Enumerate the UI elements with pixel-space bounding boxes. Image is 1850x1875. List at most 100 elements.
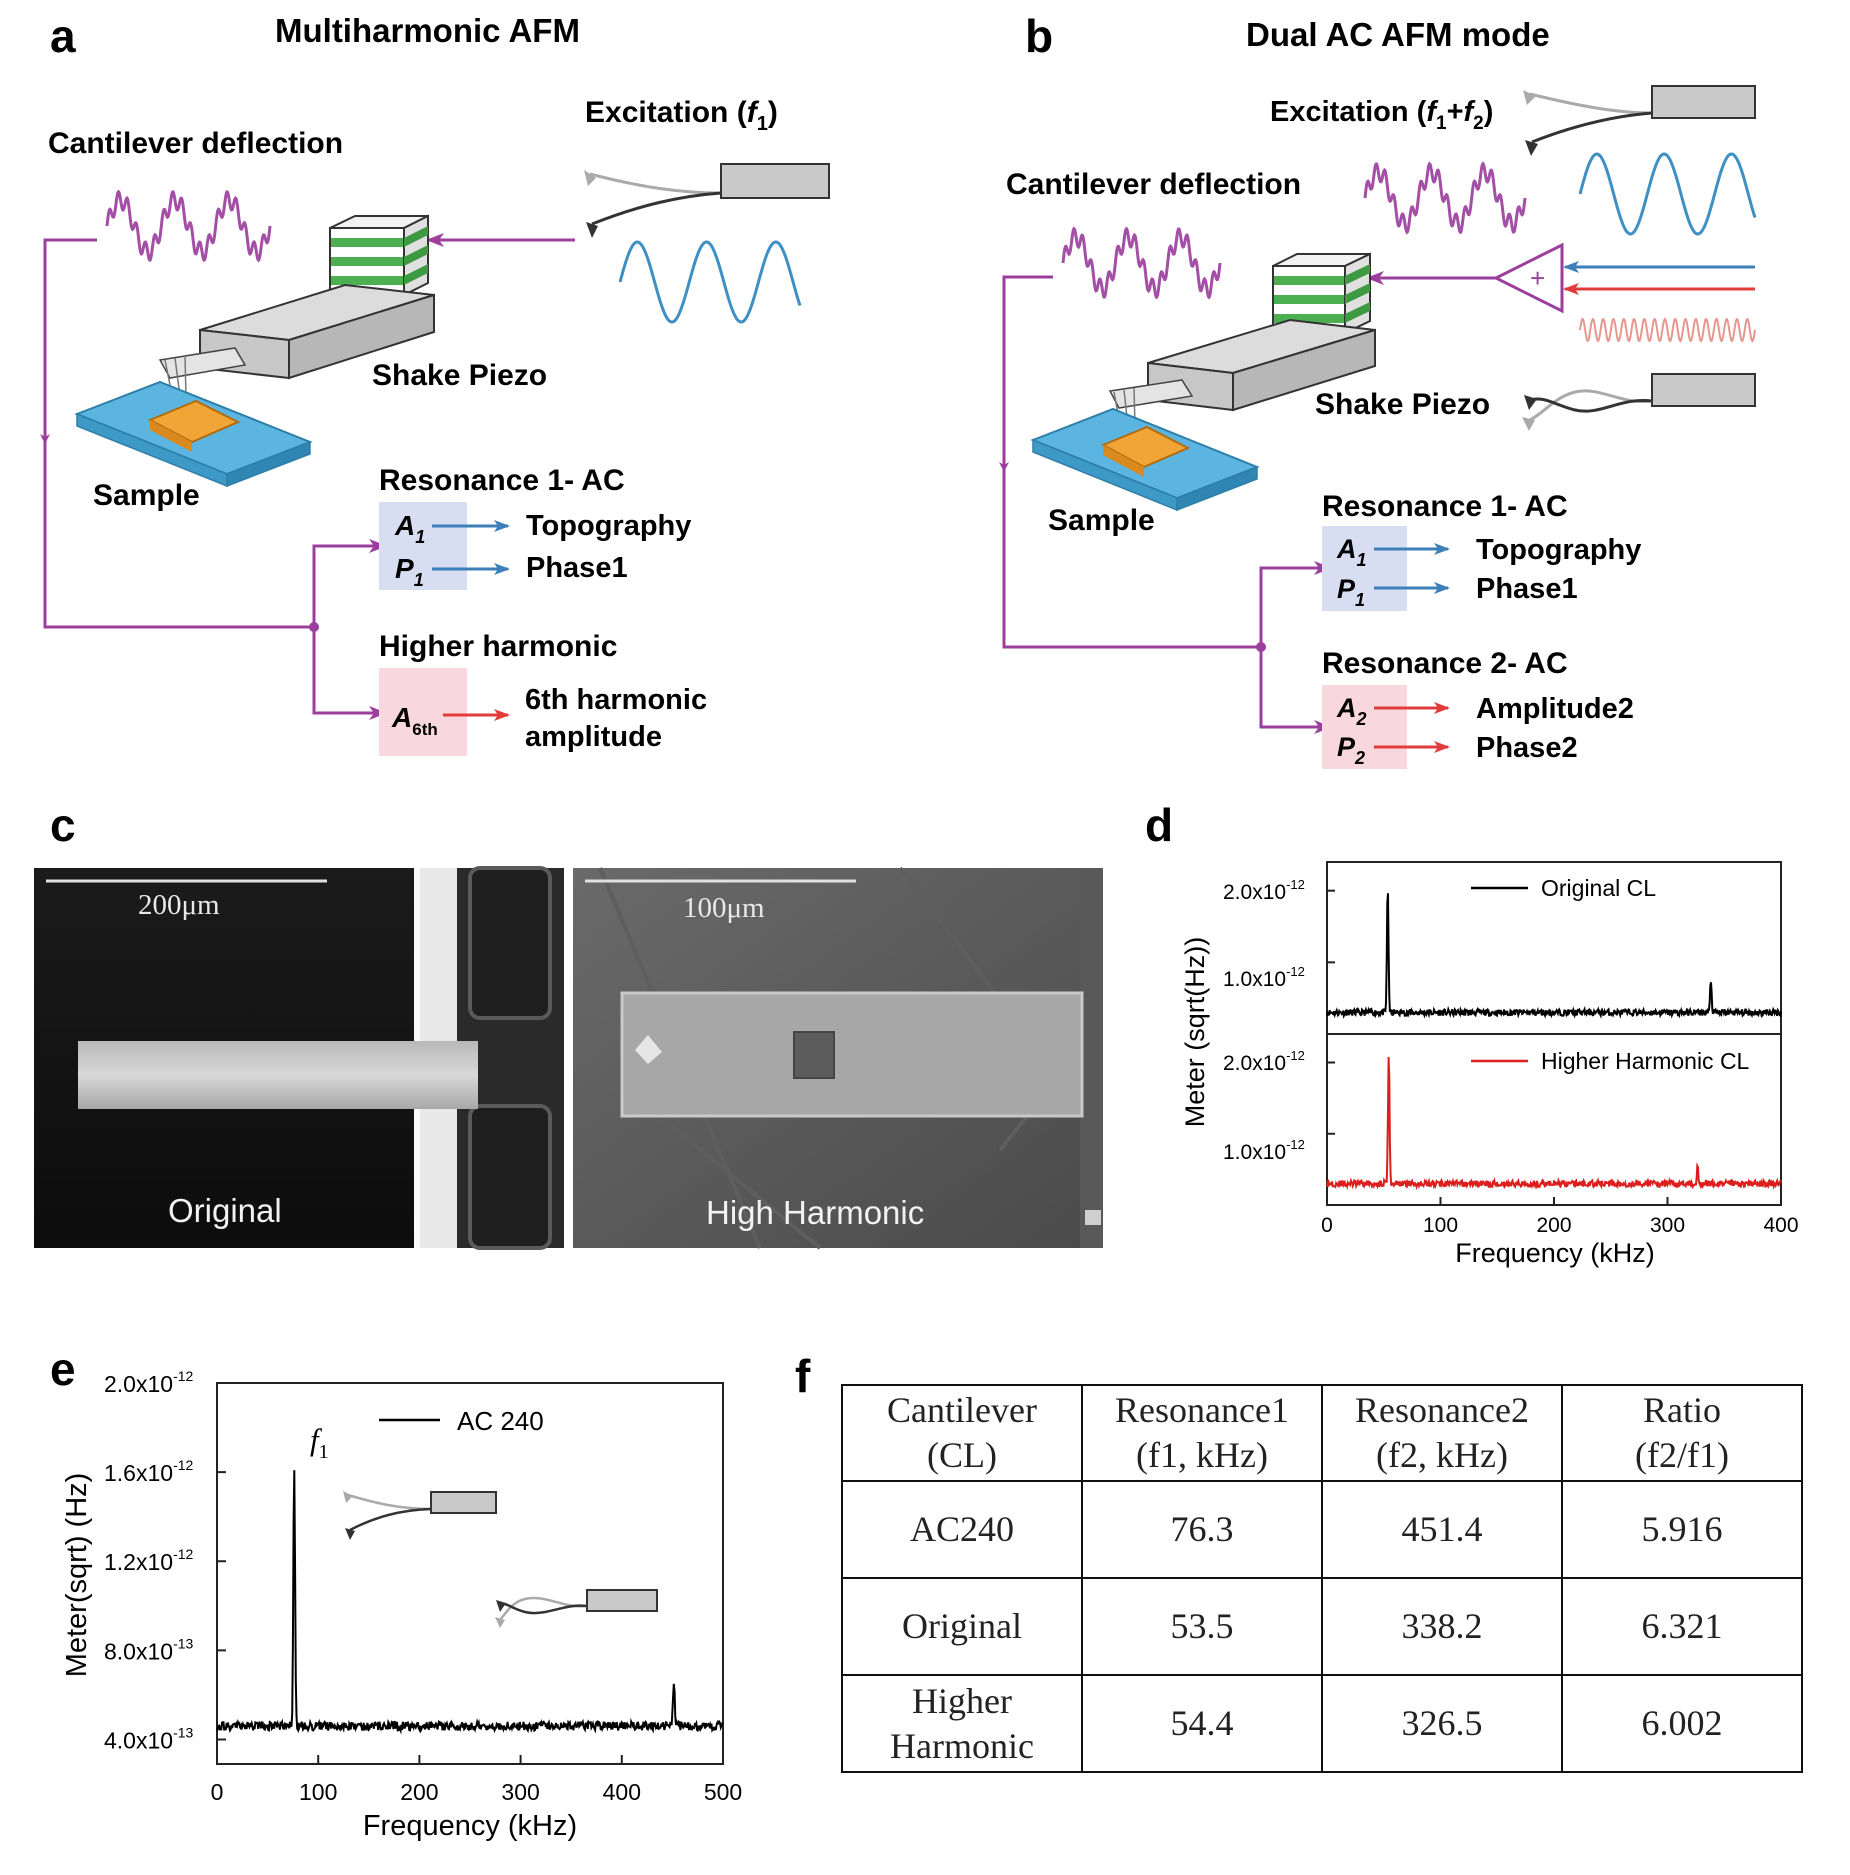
panel-d-ytick-bottom-1: 1.0x10-12: [1223, 1137, 1305, 1164]
panel-a-p1-label: P1: [395, 553, 424, 590]
header-ratio: Ratio: [1643, 1390, 1721, 1430]
panel-d-legend-original: Original CL: [1541, 875, 1656, 901]
panel-a-chip: [158, 283, 435, 398]
panel-a-piezo-label: Shake Piezo: [372, 359, 547, 392]
panel-a-topography: Topography: [526, 510, 691, 542]
sem-image-high-harmonic: 100μm High Harmonic: [573, 866, 1103, 1250]
header-resonance2: Resonance2: [1355, 1390, 1529, 1430]
sem-right-caption: High Harmonic: [706, 1194, 924, 1231]
panel-d-xtick-label: 100: [1423, 1214, 1458, 1237]
panel-a-signal-path: [40, 238, 387, 720]
panel-e-ticks: [216, 1382, 724, 1764]
panel-d-ytick-bottom-2: 2.0x10-12: [1223, 1048, 1305, 1075]
panel-a-excitation-label: Excitation (f1): [585, 96, 778, 135]
table-cell: 53.5: [1081, 1577, 1323, 1676]
panel-e-xtick-label: 300: [501, 1779, 539, 1805]
table-cell: 5.916: [1561, 1480, 1803, 1579]
panel-b-topography: Topography: [1476, 534, 1641, 566]
table-header-cell: Resonance2(f2, kHz): [1321, 1384, 1563, 1482]
panel-e-legend: AC 240: [457, 1406, 544, 1436]
table-cell: 338.2: [1321, 1577, 1563, 1676]
panel-b-piezo-stack: [1272, 252, 1371, 335]
panel-a: a Multiharmonic AFM Excitation (f1) Cant…: [40, 10, 830, 756]
panel-a-deflection-label: Cantilever deflection: [48, 127, 343, 160]
panel-e-xtick-label: 0: [211, 1779, 224, 1805]
table-row: AC240 76.3 451.4 5.916: [841, 1480, 1803, 1579]
panel-b-p2-label: P2: [1337, 732, 1365, 768]
panel-e-ytick-labels: 4.0x10-138.0x10-131.2x10-121.6x10-122.0x…: [104, 1368, 194, 1753]
panel-b-excitation-wave-f2: [1579, 317, 1756, 343]
panel-e-ytick-label: 1.2x10-12: [104, 1546, 194, 1575]
header-resonance1: Resonance1: [1115, 1390, 1289, 1430]
panel-a-hh-line1: 6th harmonic: [525, 684, 707, 716]
panel-b-cantilever-mode1-icon: [1523, 85, 1756, 156]
table-cell: 6.002: [1561, 1674, 1803, 1773]
panel-e-xtick-label: 400: [603, 1779, 641, 1805]
panel-a-phase1: Phase1: [526, 552, 628, 584]
panel-a-sample-label: Sample: [93, 479, 200, 512]
table-cell: 76.3: [1081, 1480, 1323, 1579]
panel-b-res1-box: [1322, 526, 1407, 611]
panel-a-letter: a: [50, 10, 76, 62]
table-header-cell: Resonance1(f1, kHz): [1081, 1384, 1323, 1482]
panel-e-ylabel: Meter(sqrt) (Hz): [61, 1473, 93, 1678]
table-cell: Original: [841, 1577, 1083, 1676]
sem-left-caption: Original: [168, 1192, 282, 1229]
panel-d: d 2.0x10-12 1.0x10-12 2.0x10-12 1.0x10-1…: [1145, 799, 1799, 1268]
panel-c: c 200μm Original 100μm High Harmonic: [34, 799, 1103, 1250]
panel-e-mode1-icon: [343, 1491, 497, 1540]
panel-b-phase2: Phase2: [1476, 732, 1578, 764]
panel-e: e 4.0x10-138.0x10-131.2x10-121.6x10-122.…: [50, 1343, 742, 1842]
panel-a-excitation-wave: [618, 240, 802, 324]
sem-right-scale: 100μm: [683, 892, 765, 924]
panel-d-ylabel: Meter (sqrt(Hz)): [1180, 937, 1210, 1128]
panel-d-xtick-label: 0: [1321, 1214, 1333, 1237]
panel-d-ytick-top-1: 1.0x10-12: [1223, 964, 1305, 991]
panel-b-excitation-label: Excitation (f1+f2): [1270, 96, 1493, 134]
panel-d-letter: d: [1145, 799, 1173, 851]
panel-d-xlabel: Frequency (kHz): [1455, 1238, 1655, 1268]
panel-f-letter: f: [795, 1350, 811, 1402]
table-cell: 54.4: [1081, 1674, 1323, 1773]
panel-d-series-higher-harmonic: [1326, 1056, 1782, 1191]
panel-b-signal-path: [999, 275, 1332, 734]
panel-c-letter: c: [50, 799, 76, 851]
panel-e-xlabel: Frequency (kHz): [363, 1810, 577, 1842]
panel-e-ytick-label: 1.6x10-12: [104, 1457, 194, 1486]
panel-d-ytick-top-2: 2.0x10-12: [1223, 877, 1305, 904]
header-cantilever: Cantilever: [887, 1390, 1037, 1430]
panel-a-a1-label: A1: [394, 510, 425, 547]
panel-b-phase1: Phase1: [1476, 573, 1578, 605]
table-cell: AC240: [841, 1480, 1083, 1579]
panel-b-adder: +: [1492, 242, 1564, 314]
panel-e-peak-label: f1: [310, 1422, 329, 1463]
panel-e-series-ac240: [216, 1470, 724, 1735]
panel-a-hh-box: [379, 668, 467, 756]
panel-a-res1-title: Resonance 1- AC: [379, 464, 625, 497]
panel-b-adder-sign: +: [1530, 263, 1545, 293]
panel-a-deflection-wave: [105, 189, 272, 263]
panel-d-xtick-label: 400: [1763, 1214, 1798, 1237]
panel-b-chip: [1108, 318, 1376, 428]
panel-b-deflection-wave: [1061, 226, 1222, 300]
table-row: Higher Harmonic 54.4 326.5 6.002: [841, 1674, 1803, 1773]
panel-a-a6-label: A6th: [391, 702, 438, 739]
panel-a-cantilever-icon: [584, 163, 830, 238]
panel-b: b Dual AC AFM mode Excitation (f1+f2) Ca…: [999, 10, 1757, 769]
panel-e-xtick-label: 500: [704, 1779, 742, 1805]
panel-b-sample: [1030, 407, 1260, 512]
header-ratio-sub: (f2/f1): [1635, 1435, 1729, 1475]
table-header-row: Cantilever(CL) Resonance1(f1, kHz) Reson…: [841, 1384, 1803, 1482]
panel-b-excitation-wave-f1: [1578, 152, 1757, 236]
panel-e-ytick-label: 8.0x10-13: [104, 1635, 194, 1664]
sem-image-original: 200μm Original: [34, 866, 564, 1250]
panel-d-ticks: [1326, 889, 1782, 1205]
panel-d-xtick-label: 200: [1536, 1214, 1571, 1237]
panel-d-series-original: [1326, 893, 1782, 1020]
panel-b-sample-label: Sample: [1048, 504, 1155, 537]
panel-a-title: Multiharmonic AFM: [275, 12, 580, 49]
panel-b-a1-label: A1: [1336, 534, 1367, 570]
panel-b-cantilever-mode2-icon: [1522, 373, 1756, 431]
